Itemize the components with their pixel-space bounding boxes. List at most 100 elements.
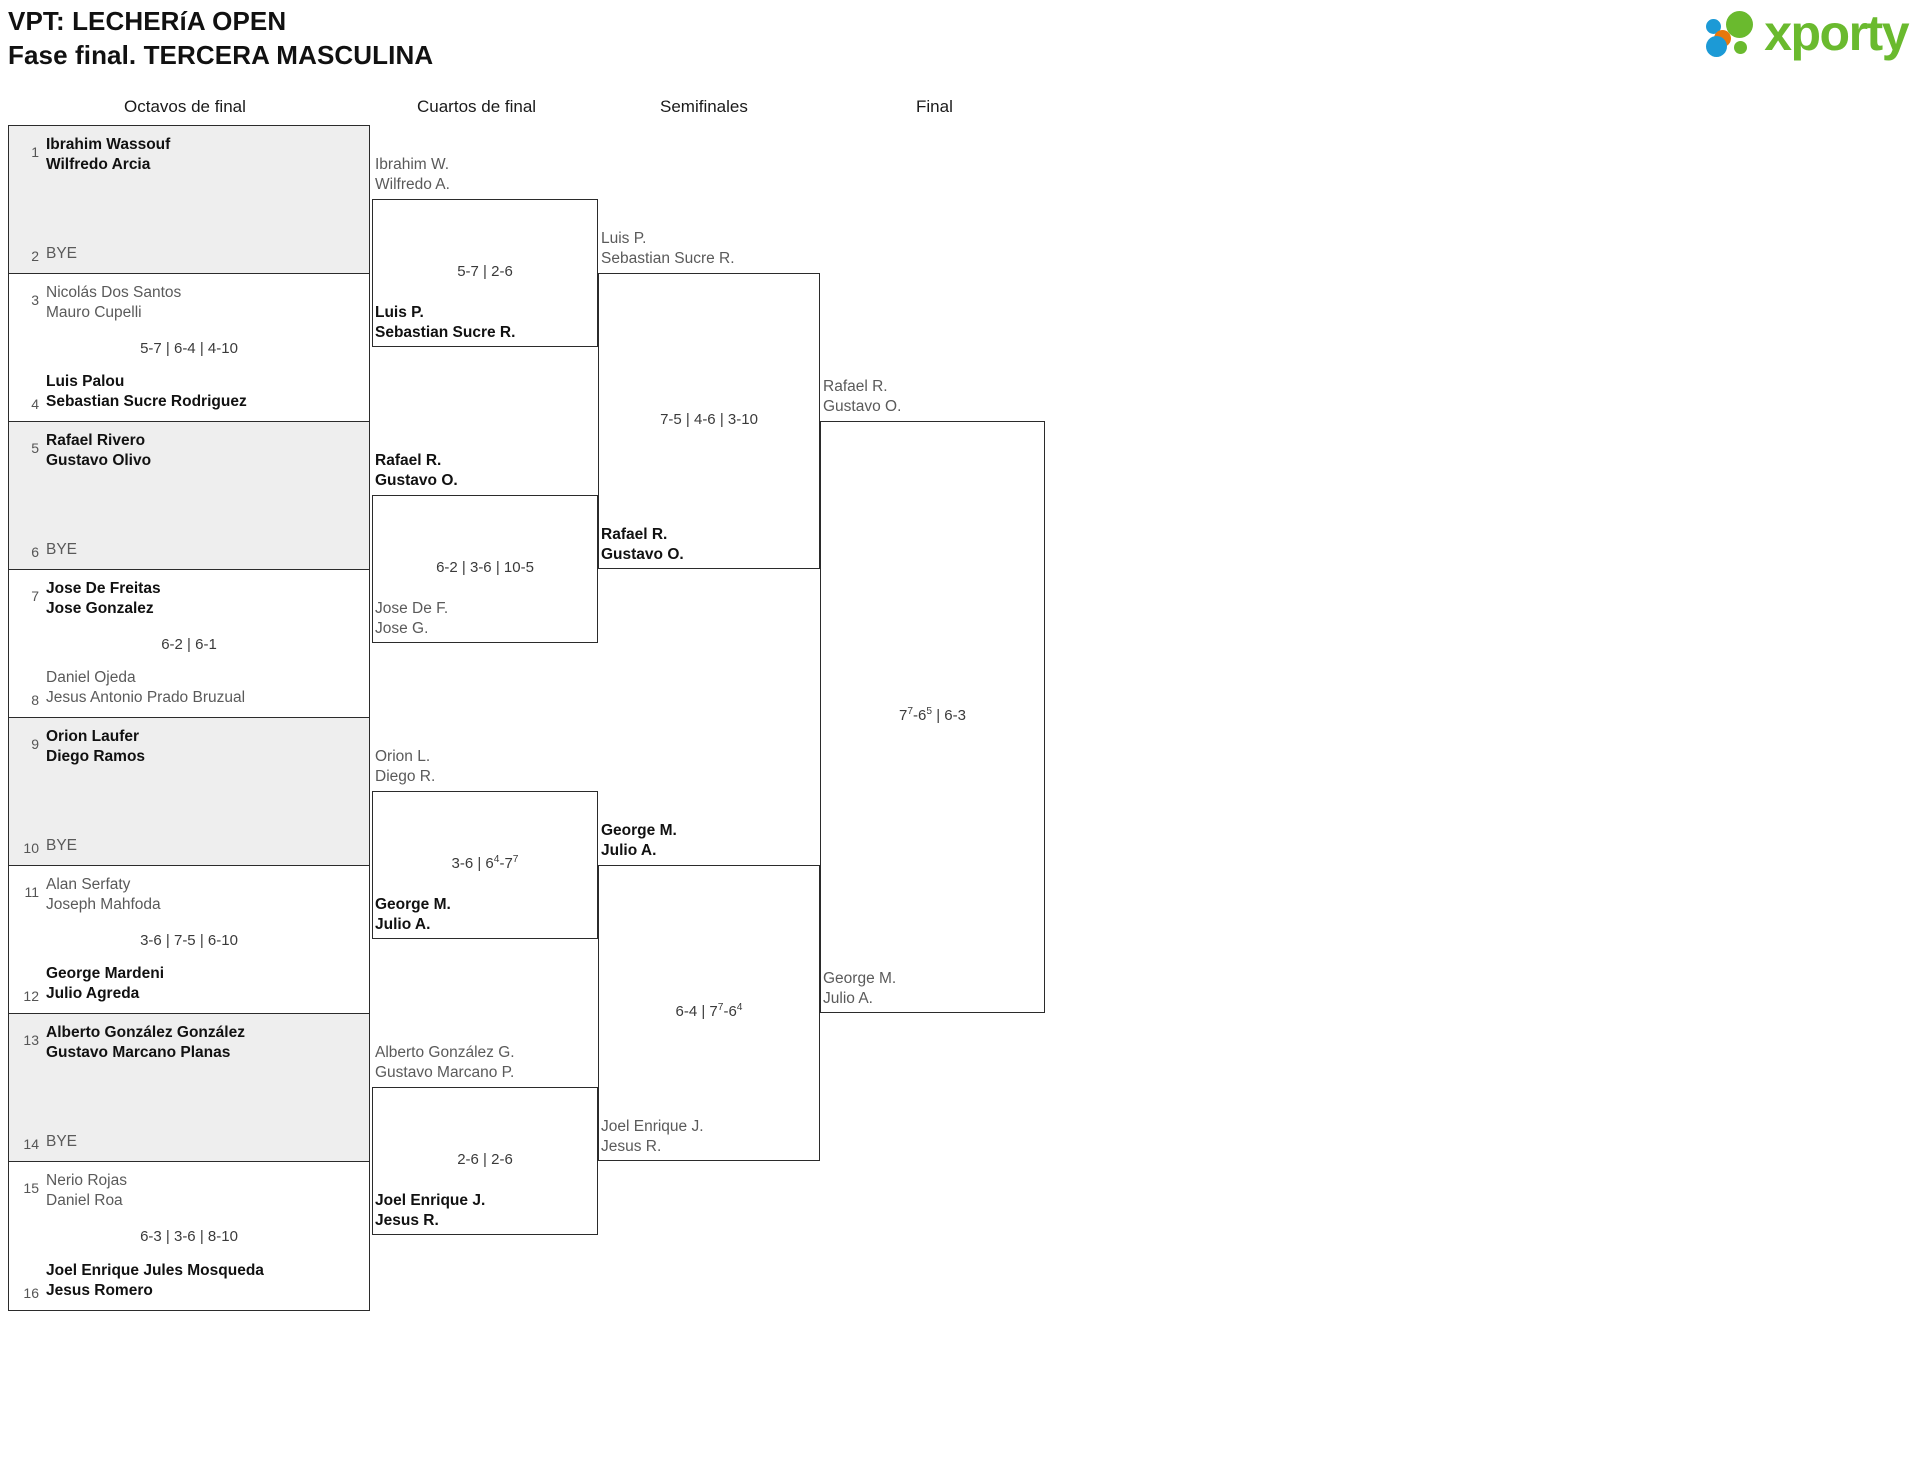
round2-entry-top[interactable]: Ibrahim W.Wilfredo A. [375,155,450,195]
player-line-1: George M. [375,896,451,913]
player-line-2: Gustavo O. [823,398,902,416]
round1-entry[interactable]: 6 BYE [9,540,369,560]
player-line-2: Gustavo Marcano P. [375,1064,515,1082]
player-line-1: Rafael Rivero [46,432,146,449]
player-names: BYE [46,1132,77,1152]
seed-number: 2 [31,248,39,264]
player-line-2: Daniel Roa [46,1192,123,1210]
round4-score: 77-65 | 6-3 [899,706,966,724]
player-line-2: Julio A. [601,842,657,860]
player-line-1: Ibrahim Wassouf [46,136,171,153]
round2-entry-top[interactable]: Rafael R.Gustavo O. [375,451,458,491]
player-names: BYE [46,540,77,560]
seed-number: 14 [23,1136,39,1152]
player-line-1: George M. [601,822,677,839]
round3-entry-bottom[interactable]: Rafael R.Gustavo O. [601,525,684,565]
player-line-2: Julio A. [823,990,873,1008]
seed-number: 12 [23,988,39,1004]
player-line-1: Alan Serfaty [46,876,131,893]
round2-entry-bottom[interactable]: Luis P.Sebastian Sucre R. [375,303,515,343]
round1-entry[interactable]: 14 BYE [9,1132,369,1152]
round1-score: 6-3 | 3-6 | 8-10 [140,1228,238,1245]
player-line-1: Joel Enrique Jules Mosqueda [46,1261,264,1279]
player-line-2: Diego Ramos [46,748,146,766]
player-line-1: Alberto González González [46,1024,245,1041]
player-line-2: Diego R. [375,768,436,786]
seed-number: 8 [31,692,39,708]
player-line-2: Joseph Mahfoda [46,896,161,914]
round3-match-box[interactable] [598,273,820,569]
player-line-1: Nerio Rojas [46,1172,127,1189]
round3-entry-top[interactable]: Luis P.Sebastian Sucre R. [601,229,735,269]
player-line-2: Gustavo Marcano Planas [46,1044,231,1062]
round2-entry-bottom[interactable]: Joel Enrique J. Jesus R. [375,1191,485,1231]
round2-match-box[interactable] [372,1087,598,1235]
seed-number: 10 [23,840,39,856]
round3-entry-top[interactable]: George M. Julio A. [601,821,677,861]
player-line-1: Joel Enrique J. [375,1192,486,1209]
round2-entry-bottom[interactable]: George M.Julio A. [375,895,451,935]
player-line-1: BYE [46,836,78,854]
player-line-1: Rafael R. [375,452,442,469]
round-header-final: Final [916,97,953,116]
player-line-1: Rafael R. [601,526,668,543]
round4-match-box[interactable] [820,421,1045,1013]
round1-entry[interactable]: 10 BYE [9,836,369,856]
player-line-1: Joel Enrique J. [601,1118,704,1135]
round2-entry-top[interactable]: Orion L.Diego R. [375,747,435,787]
player-line-2: Sebastian Sucre Rodriguez [46,392,247,410]
round2-entry-top[interactable]: Alberto González G.Gustavo Marcano P. [375,1043,515,1083]
round2-match-box[interactable] [372,199,598,347]
seed-number: 6 [31,544,39,560]
round2-match-box[interactable] [372,495,598,643]
player-line-2: Gustavo Olivo [46,452,152,470]
round3-score: 7-5 | 4-6 | 3-10 [660,411,758,428]
player-line-1: Rafael R. [823,378,888,395]
player-line-2: Jesus R. [375,1212,439,1230]
round4-entry-bottom[interactable]: George M.Julio A. [823,969,896,1009]
round3-entry-bottom[interactable]: Joel Enrique J.Jesus R. [601,1117,704,1157]
seed-number: 7 [31,588,39,604]
round2-match-box[interactable] [372,791,598,939]
seed-number: 3 [31,292,39,308]
player-line-2: Wilfredo Arcia [46,156,151,174]
player-line-2: Jose Gonzalez [46,600,154,618]
round1-entry[interactable]: 2 BYE [9,244,369,264]
round1-score: 6-2 | 6-1 [161,636,217,653]
player-line-2: Sebastian Sucre R. [601,250,735,268]
round2-score: 3-6 | 64-77 [451,854,519,872]
player-line-1: BYE [46,244,78,262]
round2-entry-bottom[interactable]: Jose De F.Jose G. [375,599,448,639]
round4-entry-top[interactable]: Rafael R. Gustavo O. [823,377,901,417]
seed-number: 13 [23,1032,39,1048]
round3-match-box[interactable] [598,865,820,1161]
seed-number: 5 [31,440,39,456]
player-line-2: Julio Agreda [46,984,140,1002]
